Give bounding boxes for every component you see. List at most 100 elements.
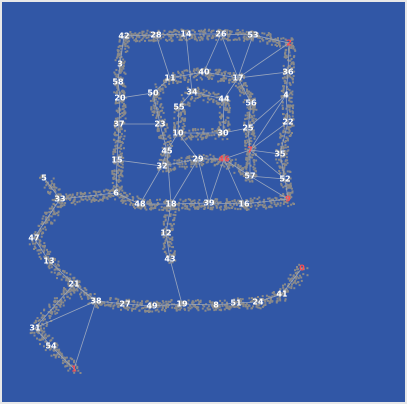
edge-28-11 [155, 34, 171, 79]
noise-speck [53, 297, 56, 300]
noise-speck [50, 263, 53, 266]
noise-speck [278, 295, 281, 298]
noise-speck [248, 148, 251, 151]
noise-speck [115, 118, 118, 121]
noise-speck [61, 204, 64, 207]
noise-speck [254, 173, 257, 176]
noise-speck [201, 307, 204, 310]
noise-speck [284, 144, 287, 147]
noise-speck [288, 93, 291, 96]
noise-speck [165, 154, 168, 157]
noise-speck [207, 77, 210, 80]
noise-speck [217, 103, 220, 106]
edge-8-51 [215, 302, 237, 306]
noise-speck [238, 199, 241, 202]
noise-speck [284, 294, 286, 297]
noise-speck [53, 300, 56, 303]
noise-speck [198, 203, 201, 206]
noise-speck [250, 92, 253, 95]
noise-speck [164, 79, 167, 82]
noise-speck [239, 94, 242, 97]
noise-speck [241, 29, 244, 32]
noise-speck [218, 305, 221, 308]
noise-speck [237, 82, 240, 85]
noise-speck [95, 305, 98, 308]
noise-speck [215, 102, 218, 105]
noise-speck [184, 76, 187, 79]
noise-speck [108, 303, 111, 306]
node-label-16: 16 [238, 200, 250, 209]
noise-speck [150, 34, 153, 37]
edge-25-7 [247, 127, 251, 151]
noise-speck [150, 305, 153, 308]
noise-speck [128, 192, 131, 195]
noise-speck [115, 140, 118, 143]
noise-speck [258, 303, 261, 305]
noise-speck [115, 83, 118, 85]
noise-speck [278, 151, 281, 154]
noise-speck [48, 267, 51, 270]
noise-speck [48, 315, 51, 317]
noise-speck [211, 160, 214, 163]
noise-speck [225, 101, 228, 104]
noise-speck [119, 179, 122, 182]
noise-speck [165, 300, 168, 303]
noise-speck [289, 76, 292, 79]
noise-speck [290, 196, 293, 199]
noise-speck [111, 170, 114, 172]
noise-speck [122, 147, 125, 150]
noise-speck [165, 162, 167, 165]
noise-speck [174, 108, 177, 111]
node-label-27: 27 [119, 300, 130, 309]
noise-speck [173, 73, 176, 76]
noise-speck [166, 229, 169, 231]
noise-speck [289, 184, 292, 187]
noise-speck [247, 178, 250, 181]
noise-speck [219, 69, 222, 72]
noise-speck [306, 274, 309, 277]
noise-speck [297, 271, 300, 274]
noise-speck [225, 77, 228, 80]
noise-speck [231, 200, 234, 203]
noise-speck [238, 74, 241, 76]
noise-speck [76, 279, 79, 282]
noise-speck [166, 39, 169, 42]
noise-speck [173, 159, 176, 162]
noise-speck [166, 214, 169, 217]
noise-speck [165, 226, 168, 229]
noise-speck [187, 78, 190, 81]
noise-speck [115, 173, 117, 176]
edge-7-46 [223, 149, 251, 160]
noise-speck [187, 101, 190, 104]
noise-speck [183, 69, 186, 72]
noise-speck [48, 264, 51, 267]
noise-speck [222, 125, 225, 128]
noise-speck [166, 169, 169, 172]
noise-speck [282, 131, 285, 134]
noise-speck [283, 197, 286, 200]
noise-speck [284, 298, 287, 301]
node-label-13: 13 [43, 257, 54, 266]
noise-speck [273, 294, 276, 297]
noise-speck [156, 129, 159, 132]
noise-speck [288, 108, 291, 111]
noise-speck [155, 117, 158, 119]
noise-speck [255, 304, 258, 307]
noise-speck [227, 111, 230, 114]
noise-speck [153, 301, 156, 304]
noise-speck [199, 30, 202, 33]
noise-speck [271, 300, 274, 303]
noise-speck [44, 333, 47, 336]
noise-speck [164, 214, 167, 217]
noise-speck [191, 36, 194, 39]
noise-speck [287, 191, 290, 194]
noise-speck [252, 168, 255, 171]
noise-speck [277, 37, 279, 40]
noise-speck [140, 38, 143, 41]
noise-speck [211, 35, 214, 37]
noise-speck [121, 141, 123, 144]
noise-speck [213, 309, 216, 312]
noise-speck [122, 62, 125, 65]
noise-speck [205, 155, 208, 158]
noise-speck [220, 38, 223, 41]
